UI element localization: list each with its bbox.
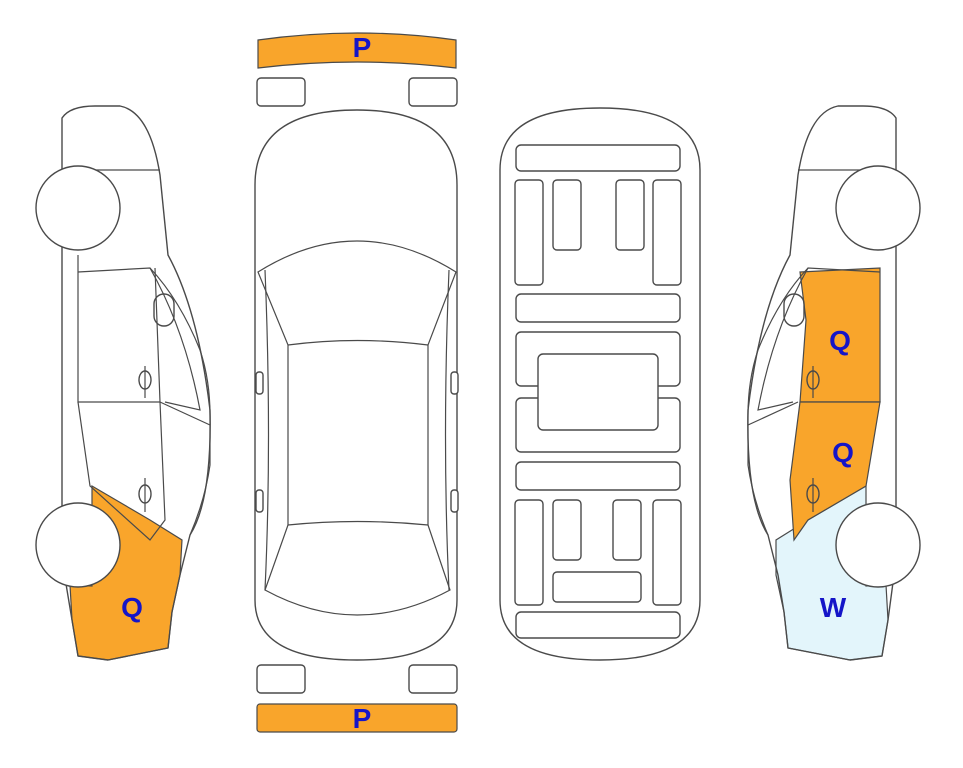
right-front-door-handle (806, 366, 820, 398)
underside-outline (499, 107, 701, 661)
top-right-mirror (450, 371, 459, 395)
underside-rear-left-pad (552, 499, 582, 561)
top-windshield (257, 240, 457, 346)
right-mirror (783, 293, 805, 327)
right-rear-wheel (835, 502, 921, 588)
underside-view (499, 107, 701, 661)
right-front-wheel (835, 165, 921, 251)
rear-bumper-panel[interactable] (256, 703, 458, 733)
front-left-light (256, 77, 306, 107)
top-left-side-line (264, 269, 270, 591)
underside-center-plate (537, 353, 659, 431)
left-window-sill (159, 401, 211, 426)
underside-front-left-pad (552, 179, 582, 251)
right-roof-line (747, 267, 881, 536)
right-rear-quarter-label: W (820, 592, 847, 623)
left-rear-quarter-label: Q (121, 592, 143, 623)
right-window-line (757, 267, 809, 411)
left-front-door (77, 255, 161, 403)
left-mirror (153, 293, 175, 327)
right-window-sill (747, 401, 799, 426)
underside-front-left-rail (514, 179, 544, 286)
left-front-wheel (35, 165, 121, 251)
front-bumper-panel[interactable] (257, 32, 457, 69)
right-body-outline (747, 105, 897, 661)
left-rear-door-handle (138, 478, 152, 512)
underside-crossmember-2 (515, 461, 681, 491)
front-bumper-label: P (353, 32, 372, 63)
left-rear-wheel (35, 502, 121, 588)
right-side-view: Q Q W (747, 105, 921, 661)
front-right-light (408, 77, 458, 107)
underside-rear-box (552, 571, 642, 603)
top-left-mirror (255, 371, 264, 395)
right-front-door-label: Q (829, 325, 851, 356)
underside-rear-right-rail (652, 499, 682, 606)
top-right-side-line (444, 269, 450, 591)
rear-bumper-label: P (353, 703, 372, 734)
top-rear-window (264, 524, 451, 616)
left-rear-door (77, 401, 166, 541)
underside-front-right-rail (652, 179, 682, 286)
rear-left-light (256, 664, 306, 694)
right-rear-door-label: Q (832, 437, 854, 468)
top-view: P P (254, 32, 459, 734)
underside-rear-left-rail (514, 499, 544, 606)
right-rear-door-handle (806, 478, 820, 512)
rear-right-light (408, 664, 458, 694)
top-left-handle (255, 489, 264, 513)
left-body-outline (61, 105, 211, 661)
left-front-door-handle (138, 366, 152, 398)
underside-front-right-pad (615, 179, 645, 251)
top-right-handle (450, 489, 459, 513)
top-body-outline (254, 109, 458, 661)
underside-rear-bar (515, 611, 681, 639)
left-roof-line (77, 267, 211, 536)
left-side-view: Q (35, 105, 211, 661)
underside-crossmember-1 (515, 293, 681, 323)
top-roof (287, 345, 429, 526)
underside-front-bar (515, 144, 681, 172)
left-window-line (149, 267, 201, 411)
underside-rear-right-pad (612, 499, 642, 561)
